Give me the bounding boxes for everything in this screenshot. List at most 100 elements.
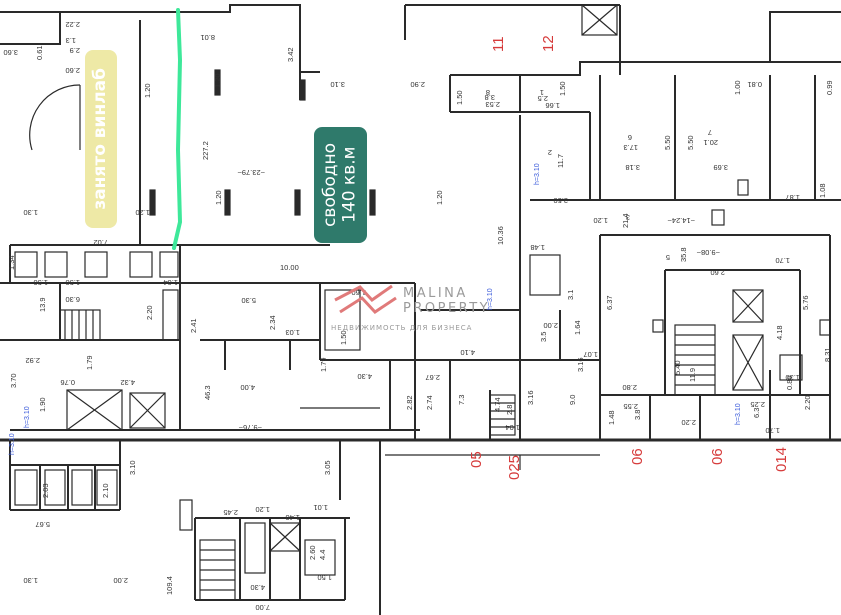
dim-label: 1.90 [38, 397, 47, 412]
dim-label: 11.9 [688, 368, 697, 382]
dim-label: 1.50 [33, 278, 48, 287]
dim-label: 5.50 [686, 135, 695, 150]
dim-label: 2.22 [65, 20, 80, 29]
dim-label: 2.8 [505, 405, 514, 415]
dim-label: 6.30 [65, 295, 80, 304]
dim-label: 2.20 [681, 418, 696, 427]
dim-label: 4.30 [250, 583, 265, 592]
dim-label: 2.92 [25, 356, 40, 365]
dim-label: 3 [626, 213, 630, 222]
dim-label: 21.4 [621, 213, 630, 228]
height-mark: h=3.10 [24, 406, 31, 428]
dim-label: 3.5 [539, 332, 548, 342]
dimension-labels: 3.60 0.61 2.22 1.3 2.9 2.60 8.01 3.42 1.… [3, 20, 834, 612]
dim-label: 4.4 [318, 550, 327, 560]
room-number: 05 [468, 451, 485, 468]
dim-label: 1.20 [135, 208, 150, 217]
dim-label: 1.20 [213, 73, 222, 88]
dim-label: ~14.24~ [667, 216, 695, 225]
dim-label: 9.0 [568, 395, 577, 405]
dim-label: 0.76 [60, 378, 75, 387]
dim-label: 2.00 [543, 321, 558, 330]
dim-label: 1.87 [785, 193, 800, 202]
dim-label: 3.10 [128, 460, 137, 475]
dim-label: 5.50 [663, 135, 672, 150]
dim-label: 2.45 [223, 508, 238, 517]
dim-label: 3.42 [286, 47, 295, 62]
dim-label: 2.60 [65, 66, 80, 75]
dim-label: 8 [486, 88, 490, 97]
occupied-label: занято винлаб [90, 68, 111, 210]
dim-label: 2.5 [538, 94, 548, 103]
free-label-line2: 140 кв.м [339, 146, 360, 224]
dim-label: 2.34 [268, 315, 277, 330]
logo-icon [334, 284, 397, 314]
dim-label: 109.4 [165, 576, 174, 595]
dim-label: 1.70 [775, 256, 790, 265]
height-mark: h=3.10 [487, 288, 494, 310]
dim-label: 1.20 [435, 190, 444, 205]
stairs-1 [59, 309, 101, 341]
dim-label: 46.3 [203, 385, 212, 400]
walls [0, 4, 841, 615]
room-number: 06 [709, 448, 726, 465]
dim-label: 7 [708, 128, 712, 137]
dim-label: 3.16 [576, 357, 585, 372]
dim-label: 1.03 [285, 328, 300, 337]
dim-label: 3.8 [485, 93, 495, 102]
dim-label: 2.25 [750, 400, 765, 409]
dim-label: ~9.08~ [696, 248, 720, 257]
stairs-3 [199, 539, 236, 601]
dim-label: 1.04 [505, 423, 520, 432]
dim-label: 3.8 [633, 410, 642, 420]
dim-label: 3.05 [323, 460, 332, 475]
dim-label: 1 [540, 88, 544, 97]
dim-label: 1.20 [255, 505, 270, 514]
dim-label: 1.08 [818, 183, 827, 198]
height-mark: h=3.10 [534, 163, 541, 185]
dim-label: 2.67 [425, 373, 440, 382]
dim-label: 1.50 [339, 330, 348, 345]
dim-label: 4.32 [120, 378, 135, 387]
dim-label: 3.69 [713, 163, 728, 172]
dim-label: 4.18 [775, 325, 784, 340]
dim-label: 2.20 [803, 395, 812, 410]
dim-label: 2.60 [308, 545, 317, 560]
dim-label: 1.64 [163, 278, 178, 287]
free-label: свободно 140 кв.м [319, 143, 360, 227]
dim-label: 4.30 [357, 372, 372, 381]
dim-label: 2.55 [623, 402, 638, 411]
dim-label: 1.01 [313, 503, 328, 512]
watermark-name: MALINA PROPERTY [403, 286, 491, 316]
dim-label: 10.00 [280, 263, 299, 272]
free-badge: свободно 140 кв.м [314, 127, 367, 243]
dim-label: 2.9 [70, 46, 80, 55]
room-numbers: 11 12 05 025 06 06 014 [468, 35, 790, 480]
dim-label: 3.18 [625, 163, 640, 172]
dim-label: 3.1 [566, 290, 575, 300]
dim-label: 1.20 [593, 216, 608, 225]
dim-label: 3.70 [9, 373, 18, 388]
stairs-4 [489, 394, 516, 436]
free-label-line1: свободно [319, 143, 340, 227]
dim-label: 2.80 [622, 383, 637, 392]
dim-label: 1.20 [214, 190, 223, 205]
dim-label: 5.40 [673, 360, 682, 375]
dim-label: 2.53 [485, 100, 500, 109]
stairs-2 [674, 324, 716, 396]
dim-label: 0.99 [825, 80, 834, 95]
dim-label: 1.79 [319, 357, 328, 372]
dim-label: 1.64 [573, 320, 582, 335]
dim-label: 1.70 [765, 426, 780, 435]
dim-label: 1.50 [455, 90, 464, 105]
room-number: 06 [629, 448, 646, 465]
dim-label: 5 [666, 253, 670, 262]
dim-label: 1.50 [65, 278, 80, 287]
dim-label: 7.02 [93, 238, 108, 247]
room-number: 11 [490, 36, 507, 52]
dim-label: 4.10 [460, 348, 475, 357]
dim-label: 11.7 [556, 154, 565, 168]
dim-label: 1.30 [785, 373, 800, 382]
dim-label: 7.00 [255, 603, 270, 612]
